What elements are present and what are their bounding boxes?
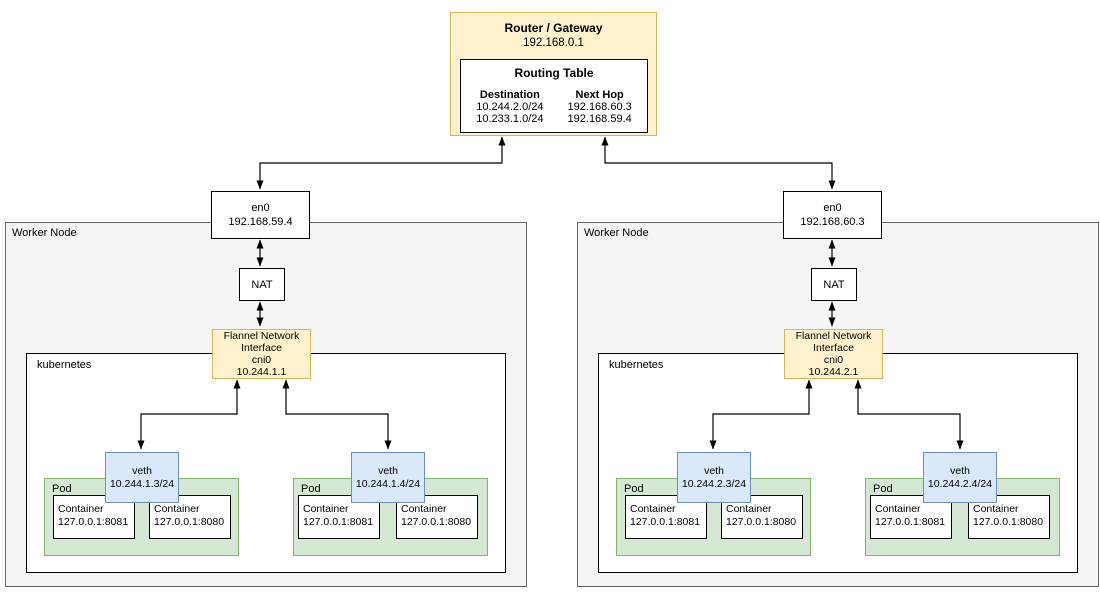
container-address: 127.0.0.1:8081 xyxy=(875,516,946,528)
container-address: 127.0.0.1:8080 xyxy=(973,516,1044,528)
flannel-interface: cni0 xyxy=(251,354,272,366)
veth-name: veth xyxy=(704,464,724,477)
veth-ip: 10.244.1.3/24 xyxy=(109,477,175,490)
nat-label: NAT xyxy=(251,278,273,291)
worker-node-right: Worker Node kubernetes en0 192.168.60.3 … xyxy=(577,191,1099,587)
flannel-title-line2: Interface xyxy=(813,342,854,354)
routing-table-box: Routing Table Destination 10.244.2.0/24 … xyxy=(460,59,648,133)
container-box: Container 127.0.0.1:8080 xyxy=(149,495,231,539)
veth-ip: 10.244.2.4/24 xyxy=(927,477,993,490)
worker-node-label: Worker Node xyxy=(584,227,649,239)
kubernetes-label: kubernetes xyxy=(609,359,664,371)
arrow-router-to-en0-right xyxy=(601,136,836,190)
veth-ip: 10.244.2.3/24 xyxy=(681,477,747,490)
kubernetes-label: kubernetes xyxy=(37,359,92,371)
container-label: Container xyxy=(726,503,772,515)
container-address: 127.0.0.1:8081 xyxy=(303,516,374,528)
container-label: Container xyxy=(875,503,921,515)
routing-table-columns: Destination 10.244.2.0/24 10.233.1.0/24 … xyxy=(461,89,647,125)
veth-name: veth xyxy=(132,464,152,477)
container-label: Container xyxy=(303,503,349,515)
destination-row: 10.244.2.0/24 xyxy=(476,101,544,113)
container-address: 127.0.0.1:8080 xyxy=(726,516,797,528)
pod-label: Pod xyxy=(301,483,321,495)
destination-header: Destination xyxy=(479,89,540,101)
en0-ip: 192.168.60.3 xyxy=(800,216,865,228)
container-label: Container xyxy=(630,503,676,515)
pod-label: Pod xyxy=(52,483,72,495)
flannel-box: Flannel Network Interface cni0 10.244.1.… xyxy=(212,329,311,379)
en0-box: en0 192.168.60.3 xyxy=(783,191,882,239)
arrow-router-to-en0-left xyxy=(256,136,506,190)
container-label: Container xyxy=(401,503,447,515)
flannel-interface: cni0 xyxy=(823,354,844,366)
container-label: Container xyxy=(154,503,200,515)
container-address: 127.0.0.1:8080 xyxy=(401,516,472,528)
flannel-ip: 10.244.2.1 xyxy=(808,366,859,378)
worker-node-label: Worker Node xyxy=(12,227,77,239)
container-address: 127.0.0.1:8081 xyxy=(58,516,129,528)
container-label: Container xyxy=(973,503,1019,515)
flannel-title-line2: Interface xyxy=(241,342,282,354)
container-address: 127.0.0.1:8081 xyxy=(630,516,701,528)
en0-box: en0 192.168.59.4 xyxy=(211,191,310,239)
nat-box: NAT xyxy=(239,268,285,301)
nexthop-header: Next Hop xyxy=(575,89,624,101)
veth-name: veth xyxy=(378,464,398,477)
en0-ip: 192.168.59.4 xyxy=(228,216,293,228)
veth-name: veth xyxy=(950,464,970,477)
nexthop-row: 192.168.59.4 xyxy=(567,113,632,125)
en0-name: en0 xyxy=(251,202,270,214)
veth-box: veth 10.244.1.3/24 xyxy=(105,452,179,503)
veth-ip: 10.244.1.4/24 xyxy=(355,477,421,490)
pod-label: Pod xyxy=(873,483,893,495)
router-gateway-box: Router / Gateway 192.168.0.1 Routing Tab… xyxy=(450,12,657,136)
routing-table-nexthop-column: Next Hop 192.168.60.3 192.168.59.4 xyxy=(568,89,632,125)
flannel-box: Flannel Network Interface cni0 10.244.2.… xyxy=(784,329,883,379)
worker-node-left: Worker Node kubernetes en0 192.168.59.4 … xyxy=(5,191,527,587)
flannel-ip: 10.244.1.1 xyxy=(236,366,287,378)
destination-row: 10.233.1.0/24 xyxy=(476,113,544,125)
container-label: Container xyxy=(58,503,104,515)
routing-table-title: Routing Table xyxy=(514,66,594,80)
router-ip: 192.168.0.1 xyxy=(523,37,584,49)
flannel-title-line1: Flannel Network xyxy=(223,330,300,342)
flannel-title-line1: Flannel Network xyxy=(795,330,872,342)
nat-box: NAT xyxy=(811,268,857,301)
pod-label: Pod xyxy=(624,483,644,495)
veth-box: veth 10.244.1.4/24 xyxy=(351,452,425,503)
router-title: Router / Gateway xyxy=(504,21,603,35)
container-box: Container 127.0.0.1:8081 xyxy=(298,495,380,539)
en0-name: en0 xyxy=(823,202,842,214)
veth-box: veth 10.244.2.4/24 xyxy=(923,452,997,503)
nexthop-row: 192.168.60.3 xyxy=(567,101,632,113)
container-address: 127.0.0.1:8080 xyxy=(154,516,225,528)
routing-table-destination-column: Destination 10.244.2.0/24 10.233.1.0/24 xyxy=(476,89,543,125)
nat-label: NAT xyxy=(823,278,845,291)
veth-box: veth 10.244.2.3/24 xyxy=(677,452,751,503)
